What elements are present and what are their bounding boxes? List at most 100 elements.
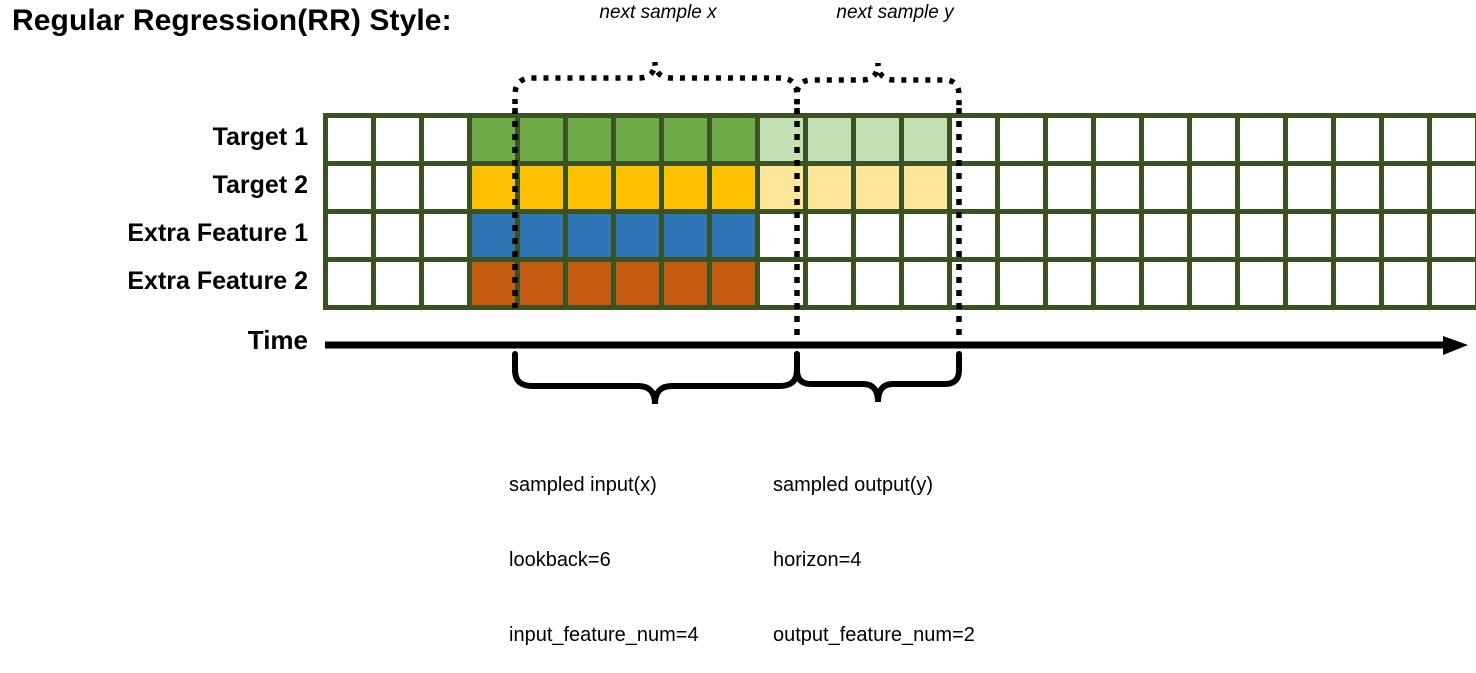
- row-label-extra-feature-2: Extra Feature 2: [127, 267, 308, 295]
- sampled-output-title: sampled output(y): [773, 474, 934, 496]
- grid-cell: [712, 118, 760, 166]
- grid-cell: [1192, 118, 1240, 166]
- grid-cell: [712, 214, 760, 262]
- row-label-target-1: Target 1: [212, 123, 308, 151]
- sampled-input-title: sampled input(x): [509, 474, 657, 496]
- grid-cell: [712, 262, 760, 310]
- grid-cell: [1384, 166, 1432, 214]
- grid-cell: [1384, 118, 1432, 166]
- grid-cell: [520, 118, 568, 166]
- row-label-target-2: Target 2: [212, 171, 308, 199]
- grid-cell: [1096, 118, 1144, 166]
- top-dotted-braces: [512, 61, 962, 128]
- grid-cell: [712, 166, 760, 214]
- grid-cell: [1192, 214, 1240, 262]
- grid-cell: [1048, 262, 1096, 310]
- grid-cell: [1000, 214, 1048, 262]
- grid-cell: [760, 262, 808, 310]
- grid-cell: [1240, 118, 1288, 166]
- sampled-input-caption: sampled input(x) lookback=6 input_featur…: [509, 423, 699, 673]
- grid-cell: [808, 262, 856, 310]
- grid-cell: [616, 166, 664, 214]
- grid-cell: [1336, 166, 1384, 214]
- grid-cell: [1336, 118, 1384, 166]
- grid-cell: [568, 166, 616, 214]
- next-sample-x-label: next sample x: [599, 2, 717, 23]
- grid-cell: [1240, 166, 1288, 214]
- grid-cell: [328, 166, 376, 214]
- grid-cell: [664, 262, 712, 310]
- sampled-output-caption: sampled output(y) horizon=4 output_featu…: [773, 423, 975, 673]
- grid-cell: [664, 118, 712, 166]
- grid-cell: [1000, 262, 1048, 310]
- grid-cell: [1288, 262, 1336, 310]
- grid-cell: [1144, 262, 1192, 310]
- grid-cell: [664, 214, 712, 262]
- grid-cell: [424, 262, 472, 310]
- grid-cell: [616, 214, 664, 262]
- next-sample-y-label: next sample y: [836, 2, 954, 23]
- grid-cell: [616, 118, 664, 166]
- grid-cell: [1384, 214, 1432, 262]
- bottom-solid-braces: [512, 351, 962, 405]
- grid-cell: [520, 214, 568, 262]
- grid-cell: [856, 214, 904, 262]
- grid-cell: [760, 214, 808, 262]
- grid-cell: [1048, 214, 1096, 262]
- grid-cell: [1288, 118, 1336, 166]
- row-label-extra-feature-1: Extra Feature 1: [127, 219, 308, 247]
- grid-cell: [1000, 118, 1048, 166]
- grid-cell: [568, 214, 616, 262]
- grid-cell: [856, 118, 904, 166]
- grid-cell: [760, 118, 808, 166]
- grid-cell: [376, 118, 424, 166]
- grid-cell: [1240, 214, 1288, 262]
- sampled-output-horizon: horizon=4: [773, 549, 862, 571]
- grid-cell: [1048, 118, 1096, 166]
- sampled-input-feature-num: input_feature_num=4: [509, 624, 699, 646]
- sampled-input-lookback: lookback=6: [509, 549, 611, 571]
- grid-cell: [616, 262, 664, 310]
- grid-row-target-1: [328, 118, 1476, 166]
- grid-cell: [1000, 166, 1048, 214]
- grid-cell: [1096, 262, 1144, 310]
- grid-cell: [1096, 166, 1144, 214]
- grid-cell: [424, 118, 472, 166]
- grid-cell: [664, 166, 712, 214]
- grid-cell: [472, 118, 520, 166]
- grid-cell: [568, 118, 616, 166]
- page-title: Regular Regression(RR) Style:: [12, 4, 452, 37]
- grid-cell: [472, 262, 520, 310]
- grid-cell: [856, 166, 904, 214]
- grid-cell: [424, 166, 472, 214]
- sampled-output-feature-num: output_feature_num=2: [773, 624, 975, 646]
- grid-cell: [904, 214, 952, 262]
- grid-cell: [856, 262, 904, 310]
- grid-cell: [328, 118, 376, 166]
- grid-cell: [760, 166, 808, 214]
- grid-cell: [1192, 166, 1240, 214]
- grid-cell: [808, 214, 856, 262]
- grid-row-extra-feature-1: [328, 214, 1476, 262]
- grid-cell: [1144, 166, 1192, 214]
- grid-cell: [1336, 262, 1384, 310]
- grid-cell: [1240, 262, 1288, 310]
- grid-cell: [1048, 166, 1096, 214]
- grid-cell: [1432, 166, 1476, 214]
- grid-cell: [1144, 214, 1192, 262]
- grid-cell: [1288, 214, 1336, 262]
- grid-cell: [904, 166, 952, 214]
- grid-cell: [376, 166, 424, 214]
- grid-cell: [1384, 262, 1432, 310]
- grid-row-extra-feature-2: [328, 262, 1476, 310]
- grid-cell: [568, 262, 616, 310]
- time-axis-arrow: [325, 336, 1468, 355]
- grid-cell: [1336, 214, 1384, 262]
- grid-cell: [1432, 214, 1476, 262]
- grid-cell: [424, 214, 472, 262]
- grid-cell: [328, 262, 376, 310]
- grid-cell: [1144, 118, 1192, 166]
- grid-cell: [328, 214, 376, 262]
- grid-cell: [904, 118, 952, 166]
- window-boundary-dotted-lines: [512, 108, 962, 368]
